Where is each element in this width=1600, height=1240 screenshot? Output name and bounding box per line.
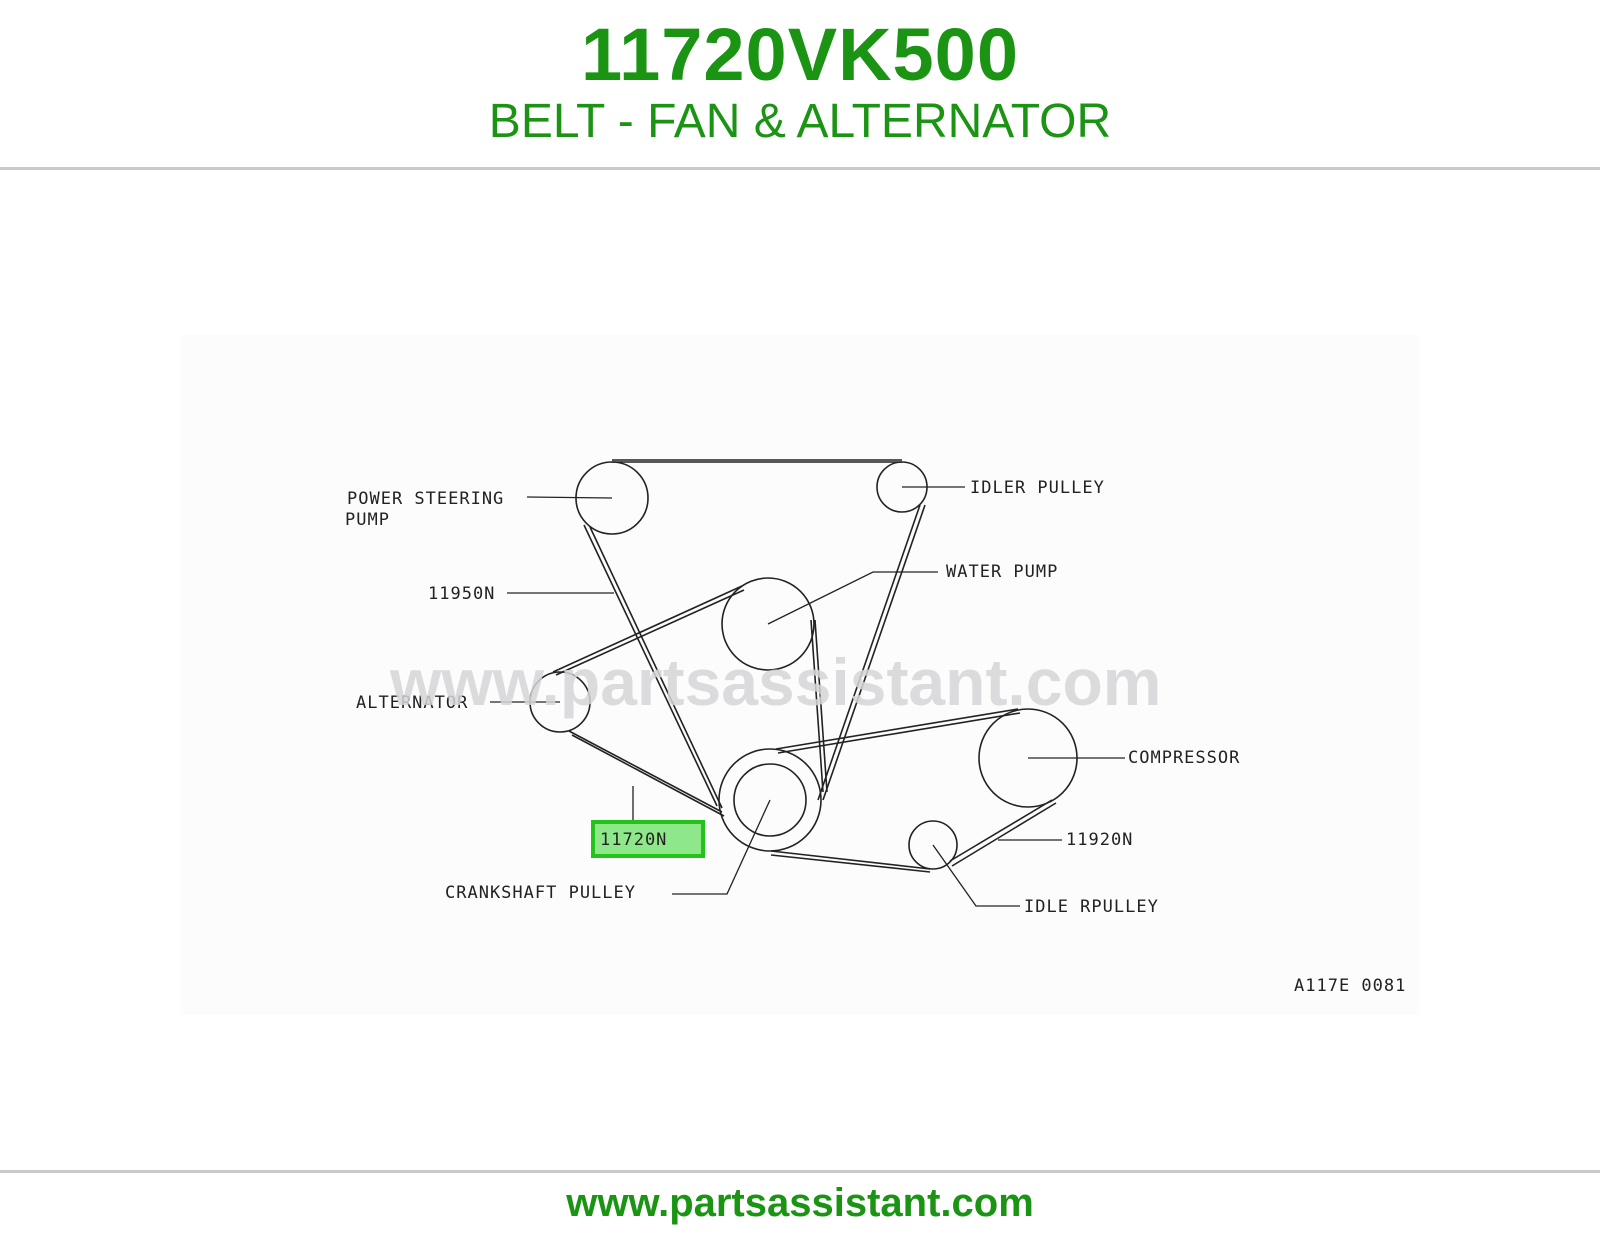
label-belt-11720[interactable]: 11720N — [600, 830, 667, 850]
water-pump-pulley[interactable] — [721, 577, 815, 671]
belt-11950n[interactable] — [583, 459, 926, 809]
label-idler-pulley-top: IDLER PULLEY — [970, 478, 1105, 498]
label-belt-11920: 11920N — [1066, 830, 1133, 850]
page-header: 11720VK500 BELT - FAN & ALTERNATOR — [0, 0, 1600, 168]
idler-pulley-bottom[interactable] — [908, 820, 958, 870]
part-highlight-box[interactable] — [591, 820, 705, 858]
belt-11920n[interactable] — [770, 708, 1057, 873]
leader-crankshaft — [672, 799, 771, 895]
label-compressor: COMPRESSOR — [1128, 748, 1240, 768]
label-idler-pulley-bottom: IDLE RPULLEY — [1024, 897, 1159, 917]
diagram-background — [180, 335, 1420, 1015]
part-number-title: 11720VK500 — [581, 13, 1019, 96]
footer-divider — [0, 1170, 1600, 1173]
header-divider — [0, 167, 1600, 170]
label-power-steering-2: PUMP — [345, 510, 390, 530]
label-belt-11950: 11950N — [428, 584, 495, 604]
part-description: BELT - FAN & ALTERNATOR — [488, 95, 1112, 148]
leader-power-steering — [526, 496, 613, 499]
leader-water-pump — [767, 571, 938, 625]
crankshaft-pulley-inner[interactable] — [733, 763, 807, 837]
label-alternator: ALTERNATOR — [356, 693, 468, 713]
label-power-steering-1: POWER STEERING — [347, 489, 504, 509]
label-crankshaft-pulley: CRANKSHAFT PULLEY — [445, 883, 636, 903]
belt-11720n[interactable] — [552, 585, 828, 817]
footer-url-link[interactable]: www.partsassistant.com — [566, 1181, 1034, 1225]
label-water-pump: WATER PUMP — [946, 562, 1058, 582]
leader-idler-bottom — [932, 844, 1020, 907]
figure-code: A117E 0081 — [1294, 976, 1406, 996]
watermark-text: www.partsassistant.com — [389, 645, 1161, 719]
